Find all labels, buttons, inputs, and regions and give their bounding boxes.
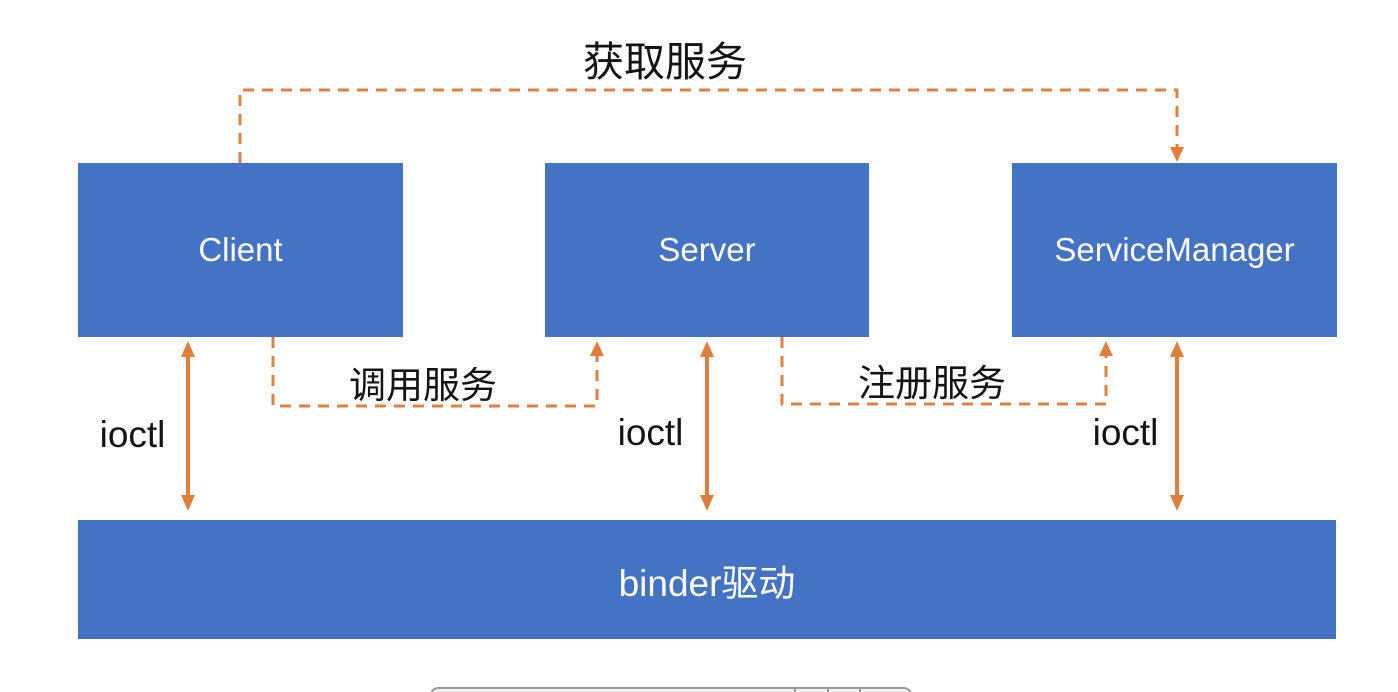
node-servicemanager: ServiceManager [1012, 163, 1337, 337]
node-binder-driver: binder驱动 [78, 520, 1336, 639]
node-servicemanager-label: ServiceManager [1054, 231, 1295, 268]
edge-label-register-service: 注册服务 [858, 363, 1006, 404]
node-client-label: Client [198, 231, 283, 268]
control-bar-divider [794, 689, 796, 692]
node-server-label: Server [658, 231, 756, 268]
node-client: Client [78, 163, 403, 337]
edge-label-ioctl-servicemanager: ioctl [1092, 412, 1159, 453]
edge-label-ioctl-server: ioctl [617, 412, 684, 453]
edge-label-call-service: 调用服务 [349, 365, 497, 406]
video-control-bar-fragment[interactable] [430, 687, 912, 692]
edge-label-get-service: 获取服务 [583, 39, 747, 85]
control-bar-divider [859, 689, 861, 692]
control-bar-divider [827, 689, 829, 692]
node-server: Server [545, 163, 869, 337]
connector-get-service [238, 88, 1184, 163]
node-binder-driver-label: binder驱动 [618, 562, 796, 604]
edge-label-ioctl-client: ioctl [99, 414, 166, 455]
